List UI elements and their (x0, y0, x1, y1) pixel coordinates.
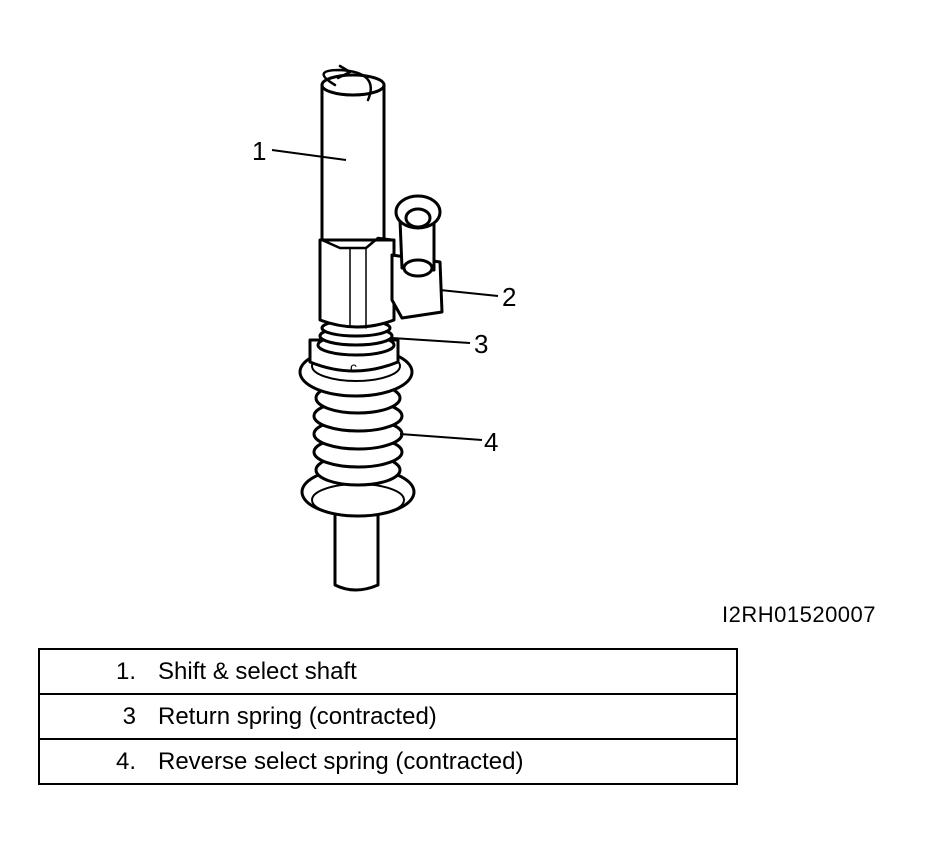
callout-1: 1 (252, 136, 267, 166)
leader-line-1 (271, 149, 347, 161)
shift-select-shaft (320, 83, 386, 252)
legend-text: Reverse select spring (contracted) (158, 738, 737, 784)
legend-row: 1. Shift & select shaft (39, 649, 737, 694)
figure-id: I2RH01520007 (722, 602, 877, 627)
collar (318, 238, 396, 329)
shaft-lower-end (333, 503, 380, 592)
legend-text: Shift & select shaft (158, 657, 357, 685)
legend-row: 3 Return spring (contracted) (39, 693, 737, 739)
shift-shaft-illustration: c (271, 64, 499, 592)
legend-row: 4. Reverse select spring (contracted) (39, 738, 737, 784)
leader-line-4 (399, 433, 483, 441)
callout-3: 3 (474, 329, 489, 359)
svg-text:c: c (350, 359, 357, 375)
leader-line-2 (439, 289, 499, 297)
leader-line-3 (391, 337, 471, 344)
callout-2: 2 (502, 282, 517, 312)
legend-number: 4. (39, 738, 158, 784)
legend-number: 1. (115, 657, 136, 685)
rotation-arrow (322, 68, 372, 102)
legend-number: 3 (39, 693, 158, 739)
legend-text: Return spring (contracted) (158, 693, 737, 739)
legend-table: 1. Shift & select shaft 3 Return spring … (38, 648, 738, 785)
reverse-select-spring (312, 381, 404, 487)
callout-4: 4 (484, 427, 499, 457)
